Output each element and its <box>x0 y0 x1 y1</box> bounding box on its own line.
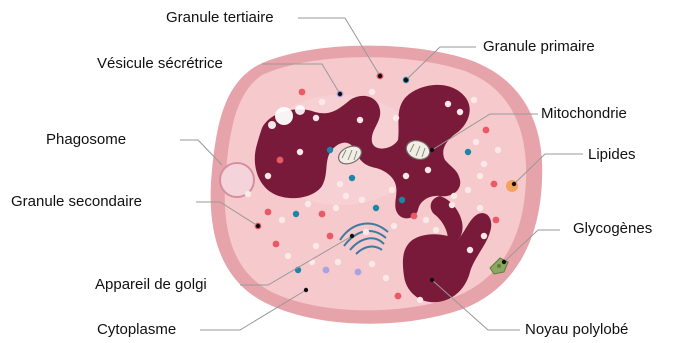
granule <box>481 161 487 167</box>
granule <box>449 202 455 208</box>
granule <box>393 115 399 121</box>
granule <box>337 181 343 187</box>
granule <box>395 293 402 300</box>
granule <box>265 209 272 216</box>
granule <box>433 227 439 233</box>
granule <box>445 101 451 107</box>
granule <box>245 191 251 197</box>
granule <box>369 261 375 267</box>
granule <box>299 89 306 96</box>
granule <box>313 115 319 121</box>
granule <box>451 193 457 199</box>
granule <box>389 187 395 193</box>
vesicle-white-2 <box>295 105 305 115</box>
granule <box>403 173 409 179</box>
granule <box>319 211 326 218</box>
granule <box>483 127 490 134</box>
granule <box>327 147 333 153</box>
granule <box>383 275 389 281</box>
granule <box>493 217 500 224</box>
granule <box>363 229 369 235</box>
granule <box>355 269 362 276</box>
granule <box>343 193 349 199</box>
label-granule-secondaire: Granule secondaire <box>11 193 142 211</box>
vesicle-white-3 <box>268 121 276 129</box>
granule <box>477 173 483 179</box>
granule <box>417 297 423 303</box>
granule <box>265 173 271 179</box>
granule <box>465 149 471 155</box>
granule <box>477 205 483 211</box>
granule <box>471 97 477 103</box>
granule <box>481 233 487 239</box>
granule <box>297 149 303 155</box>
label-appareil-golgi: Appareil de golgi <box>95 276 207 294</box>
granule <box>411 213 418 220</box>
granule <box>305 201 311 207</box>
granule <box>495 147 501 153</box>
granule <box>335 259 341 265</box>
label-granule-tertiaire: Granule tertiaire <box>166 9 274 27</box>
granule <box>465 187 471 193</box>
label-phagosome: Phagosome <box>46 131 126 149</box>
granule <box>327 233 334 240</box>
granule <box>473 139 479 145</box>
label-noyau-polylobe: Noyau polylobé <box>525 321 628 339</box>
granule <box>323 267 330 274</box>
granule <box>491 181 498 188</box>
label-vesicule-secretrice: Vésicule sécrétrice <box>97 55 223 73</box>
granule <box>273 241 280 248</box>
granule <box>467 247 473 253</box>
granule <box>369 89 375 95</box>
granule <box>319 99 325 105</box>
granule <box>373 205 379 211</box>
granule <box>357 117 363 123</box>
granule <box>313 243 319 249</box>
granule <box>425 167 431 173</box>
vesicle-white-1 <box>275 107 293 125</box>
label-granule-primaire: Granule primaire <box>483 38 595 56</box>
label-cytoplasme: Cytoplasme <box>97 321 176 339</box>
label-lipides: Lipides <box>588 146 636 164</box>
granule <box>423 217 429 223</box>
granule <box>391 223 397 229</box>
granule <box>333 205 339 211</box>
granule <box>277 157 284 164</box>
granule <box>359 197 365 203</box>
label-mitochondrie: Mitochondrie <box>541 105 627 123</box>
granule <box>457 109 463 115</box>
granule <box>349 175 355 181</box>
granule <box>293 211 299 217</box>
granule <box>285 253 291 259</box>
granule <box>399 197 405 203</box>
label-glycogenes: Glycogènes <box>573 220 652 238</box>
granule <box>279 217 285 223</box>
